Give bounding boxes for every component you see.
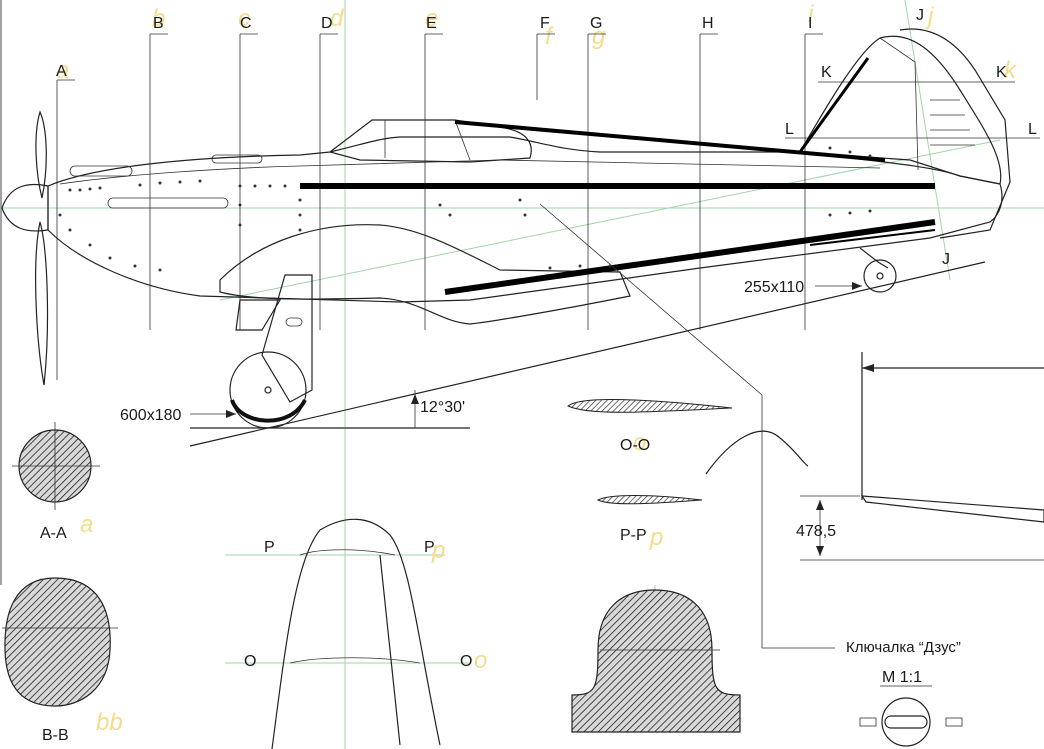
station-c-label: C (240, 15, 252, 32)
rivets (58, 146, 872, 272)
scale-label: M 1:1 (882, 669, 922, 686)
svg-text:k: k (1004, 57, 1018, 84)
svg-text:i: i (808, 1, 814, 28)
section-oo-label: O-O (620, 437, 650, 454)
fuselage (47, 28, 1011, 325)
wing-detail: 478,5 (796, 352, 1044, 561)
station-a-label: A (56, 63, 67, 80)
station-l-right-label: L (1028, 121, 1037, 138)
station-g-label: G (590, 15, 602, 32)
airfoil-sections: O-O P-P (567, 398, 733, 544)
section-bb-label: B-B (42, 727, 69, 744)
station-j-top-label: J (916, 7, 924, 24)
station-l-left-label: L (785, 121, 794, 138)
section-pp-label: P-P (620, 527, 647, 544)
main-wheel-size: 600x180 (120, 407, 181, 424)
station-j-bottom-label: J (942, 251, 950, 268)
station-k-right-label: K (996, 64, 1007, 81)
station-i-label: I (808, 15, 812, 32)
svg-text:j: j (925, 3, 934, 30)
tail-wheel-size: 255x110 (744, 279, 804, 296)
station-e-label: E (426, 15, 437, 32)
station-d-label: D (321, 15, 333, 32)
section-bb: B-B (2, 577, 118, 744)
section-o-left-label: O (244, 653, 256, 670)
svg-text:p: p (649, 524, 663, 551)
fin-plan-view: P P O O (244, 518, 472, 749)
svg-text:o: o (633, 429, 646, 456)
station-h-label: H (702, 15, 714, 32)
tail-wheel (859, 247, 897, 293)
station-k-left-label: K (821, 64, 832, 81)
station-lines (56, 33, 1040, 380)
headrest-section (571, 589, 741, 733)
svg-text:p: p (431, 537, 445, 564)
dzus-fastener-symbol (859, 697, 963, 747)
ghost-letters: a b c d e f g i j k o p p o a bb (56, 1, 1018, 736)
section-o-right-label: O (460, 653, 472, 670)
dimension-annotations: 255x110 600x180 12°30' (120, 279, 862, 428)
svg-text:c: c (238, 5, 250, 32)
svg-text:f: f (545, 23, 554, 50)
svg-text:b: b (152, 5, 165, 32)
section-p-left-label: P (264, 539, 275, 556)
svg-text:o: o (474, 647, 487, 674)
section-aa-label: A-A (40, 525, 67, 542)
svg-text:a: a (56, 57, 69, 84)
station-f-label: F (540, 15, 550, 32)
station-b-label: B (153, 15, 164, 32)
svg-text:e: e (425, 5, 438, 32)
ground-angle: 12°30' (420, 399, 465, 416)
svg-text:d: d (330, 5, 344, 32)
propeller (1, 110, 49, 386)
svg-text:a: a (80, 511, 93, 538)
structural-members (300, 57, 936, 295)
section-p-right-label: P (424, 539, 435, 556)
svg-text:g: g (592, 23, 606, 50)
height-dimension: 478,5 (796, 523, 836, 540)
fastener-note: Ключалка “Дзус” (846, 639, 961, 656)
svg-text:bb: bb (96, 709, 123, 736)
section-aa: A-A (12, 422, 100, 542)
station-labels: A B C D E F G H I J J K K L L (56, 7, 1037, 268)
